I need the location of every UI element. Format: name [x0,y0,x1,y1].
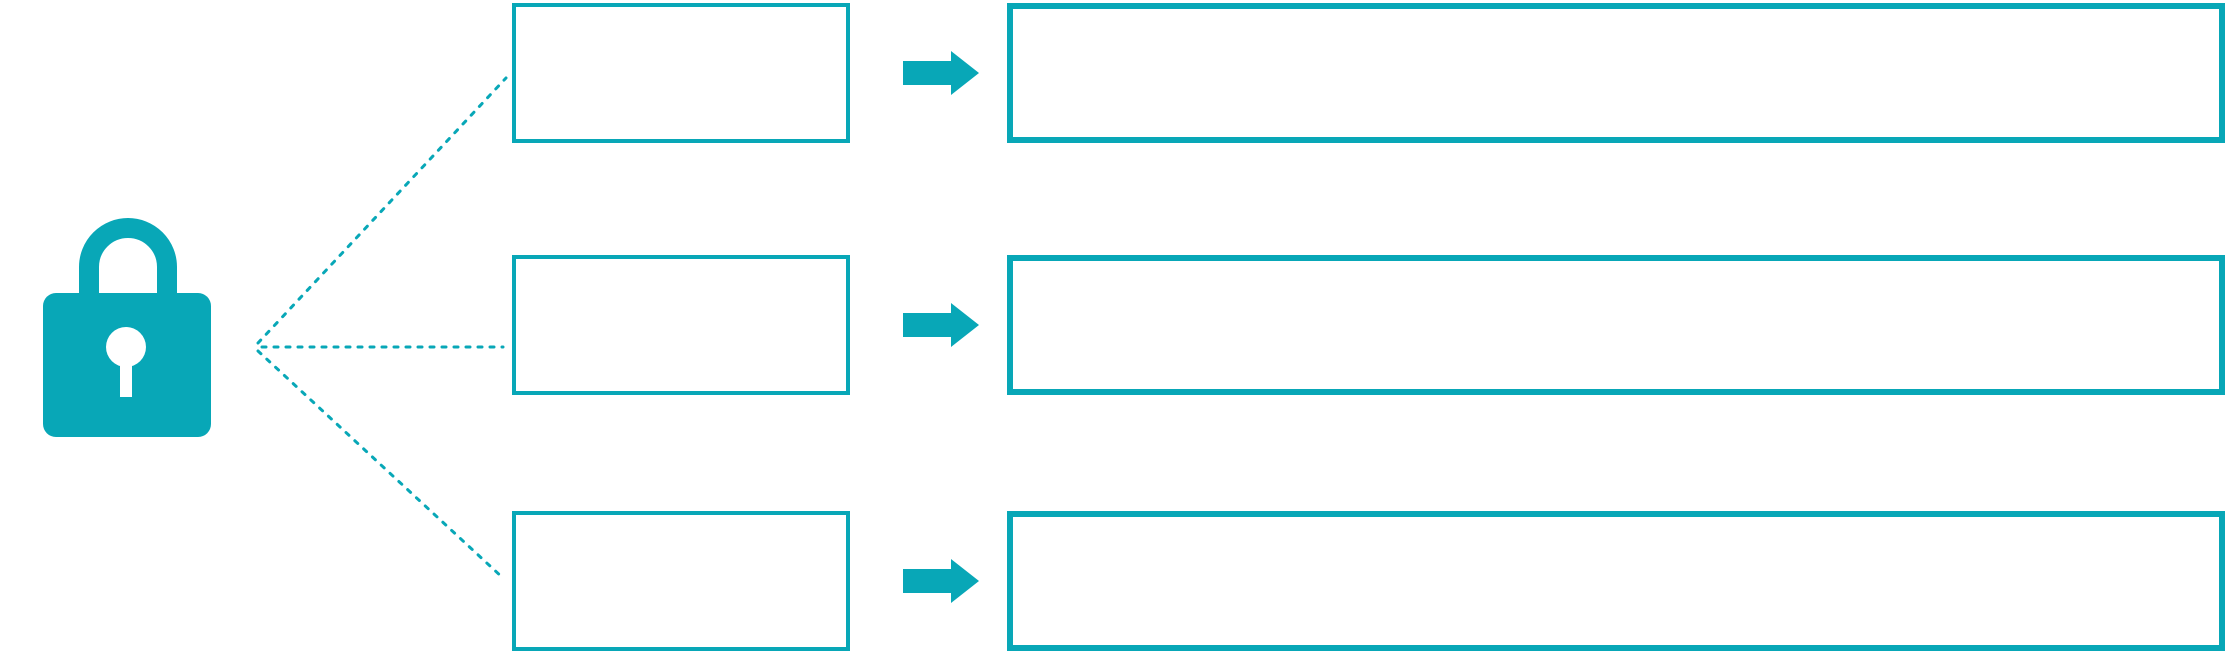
arrow-right-icon [903,303,979,347]
arrow-right-icon [903,559,979,603]
arrow-right-icon [903,51,979,95]
diagram-row-2 [0,255,2229,395]
description-box-1 [1007,3,2225,143]
term-box-1 [512,3,850,143]
description-box-3 [1007,511,2225,651]
diagram-row-3 [0,511,2229,651]
lock-icon [43,218,211,437]
connector-line-top [256,76,508,345]
lock-shackle [79,218,177,298]
connector-line-bottom [256,349,505,580]
lock-keyhole-stem [120,358,132,397]
term-box-3 [512,511,850,651]
diagram-row-1 [0,3,2229,143]
term-box-2 [512,255,850,395]
lock-keyhole-circle [106,327,146,367]
description-box-2 [1007,255,2225,395]
